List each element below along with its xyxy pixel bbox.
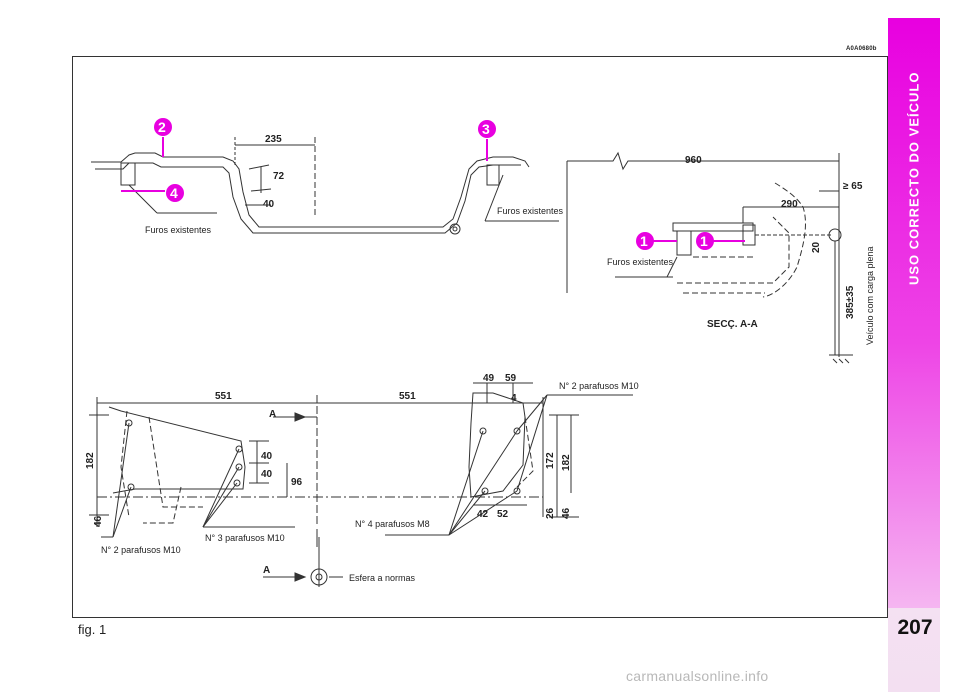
dim-182-left: 182 — [85, 452, 96, 469]
dim-290: 290 — [781, 199, 798, 210]
label-furos-right: Furos existentes — [607, 257, 674, 267]
label-screws-three: N° 3 parafusos M10 — [205, 533, 285, 543]
figure-caption: fig. 1 — [78, 622, 107, 637]
section-marker-a-top: A — [269, 409, 276, 420]
label-vehicle-load: Veículo com carga plena — [865, 246, 875, 345]
technical-drawing: 2 4 3 235 72 40 Furos existentes Furos e… — [85, 118, 875, 587]
dim-960: 960 — [685, 155, 702, 166]
section-title: USO CORRECTO DO VEÍCULO — [906, 71, 922, 285]
dim-385: 385±35 — [845, 285, 856, 319]
dim-49: 49 — [483, 373, 495, 384]
dim-46-left: 46 — [93, 515, 104, 527]
dim-72: 72 — [273, 171, 285, 182]
callout-4: 4 — [170, 185, 178, 201]
section-title-aa: SECÇ. A-A — [707, 319, 758, 330]
technical-drawing-frame: 2 4 3 235 72 40 Furos existentes Furos e… — [72, 56, 888, 618]
dim-172: 172 — [545, 452, 556, 469]
dim-40-b: 40 — [261, 469, 273, 480]
dim-551-left: 551 — [215, 391, 232, 402]
label-screws-right: N° 2 parafusos M10 — [559, 381, 639, 391]
dim-ge-65: ≥ 65 — [843, 181, 863, 192]
dim-42: 42 — [477, 509, 489, 520]
watermark: carmanualsonline.info — [626, 668, 769, 684]
label-screws-left: N° 2 parafusos M10 — [101, 545, 181, 555]
dim-182-right: 182 — [561, 454, 572, 471]
dim-52: 52 — [497, 509, 509, 520]
figure-code: A0A0680b — [846, 46, 877, 52]
label-furos-left: Furos existentes — [145, 225, 212, 235]
dim-59: 59 — [505, 373, 517, 384]
section-marker-a-bottom: A — [263, 565, 270, 576]
dim-40-a: 40 — [261, 451, 273, 462]
dim-20: 20 — [811, 241, 822, 253]
dim-96: 96 — [291, 477, 303, 488]
label-screws-four: N° 4 parafusos M8 — [355, 519, 430, 529]
dim-551-right: 551 — [399, 391, 416, 402]
sidebar-section-tab — [888, 18, 940, 608]
page-number: 207 — [897, 616, 933, 639]
dim-4: 4 — [511, 393, 517, 404]
dim-46-right: 46 — [561, 507, 572, 519]
dim-235: 235 — [265, 134, 282, 145]
callout-1a: 1 — [640, 233, 648, 249]
callout-2: 2 — [158, 119, 166, 135]
callout-3: 3 — [482, 121, 490, 137]
dim-26: 26 — [545, 507, 556, 519]
callout-1b: 1 — [700, 233, 708, 249]
label-sphere: Esfera a normas — [349, 573, 416, 583]
dim-40-top: 40 — [263, 199, 275, 210]
label-furos-middle: Furos existentes — [497, 206, 564, 216]
